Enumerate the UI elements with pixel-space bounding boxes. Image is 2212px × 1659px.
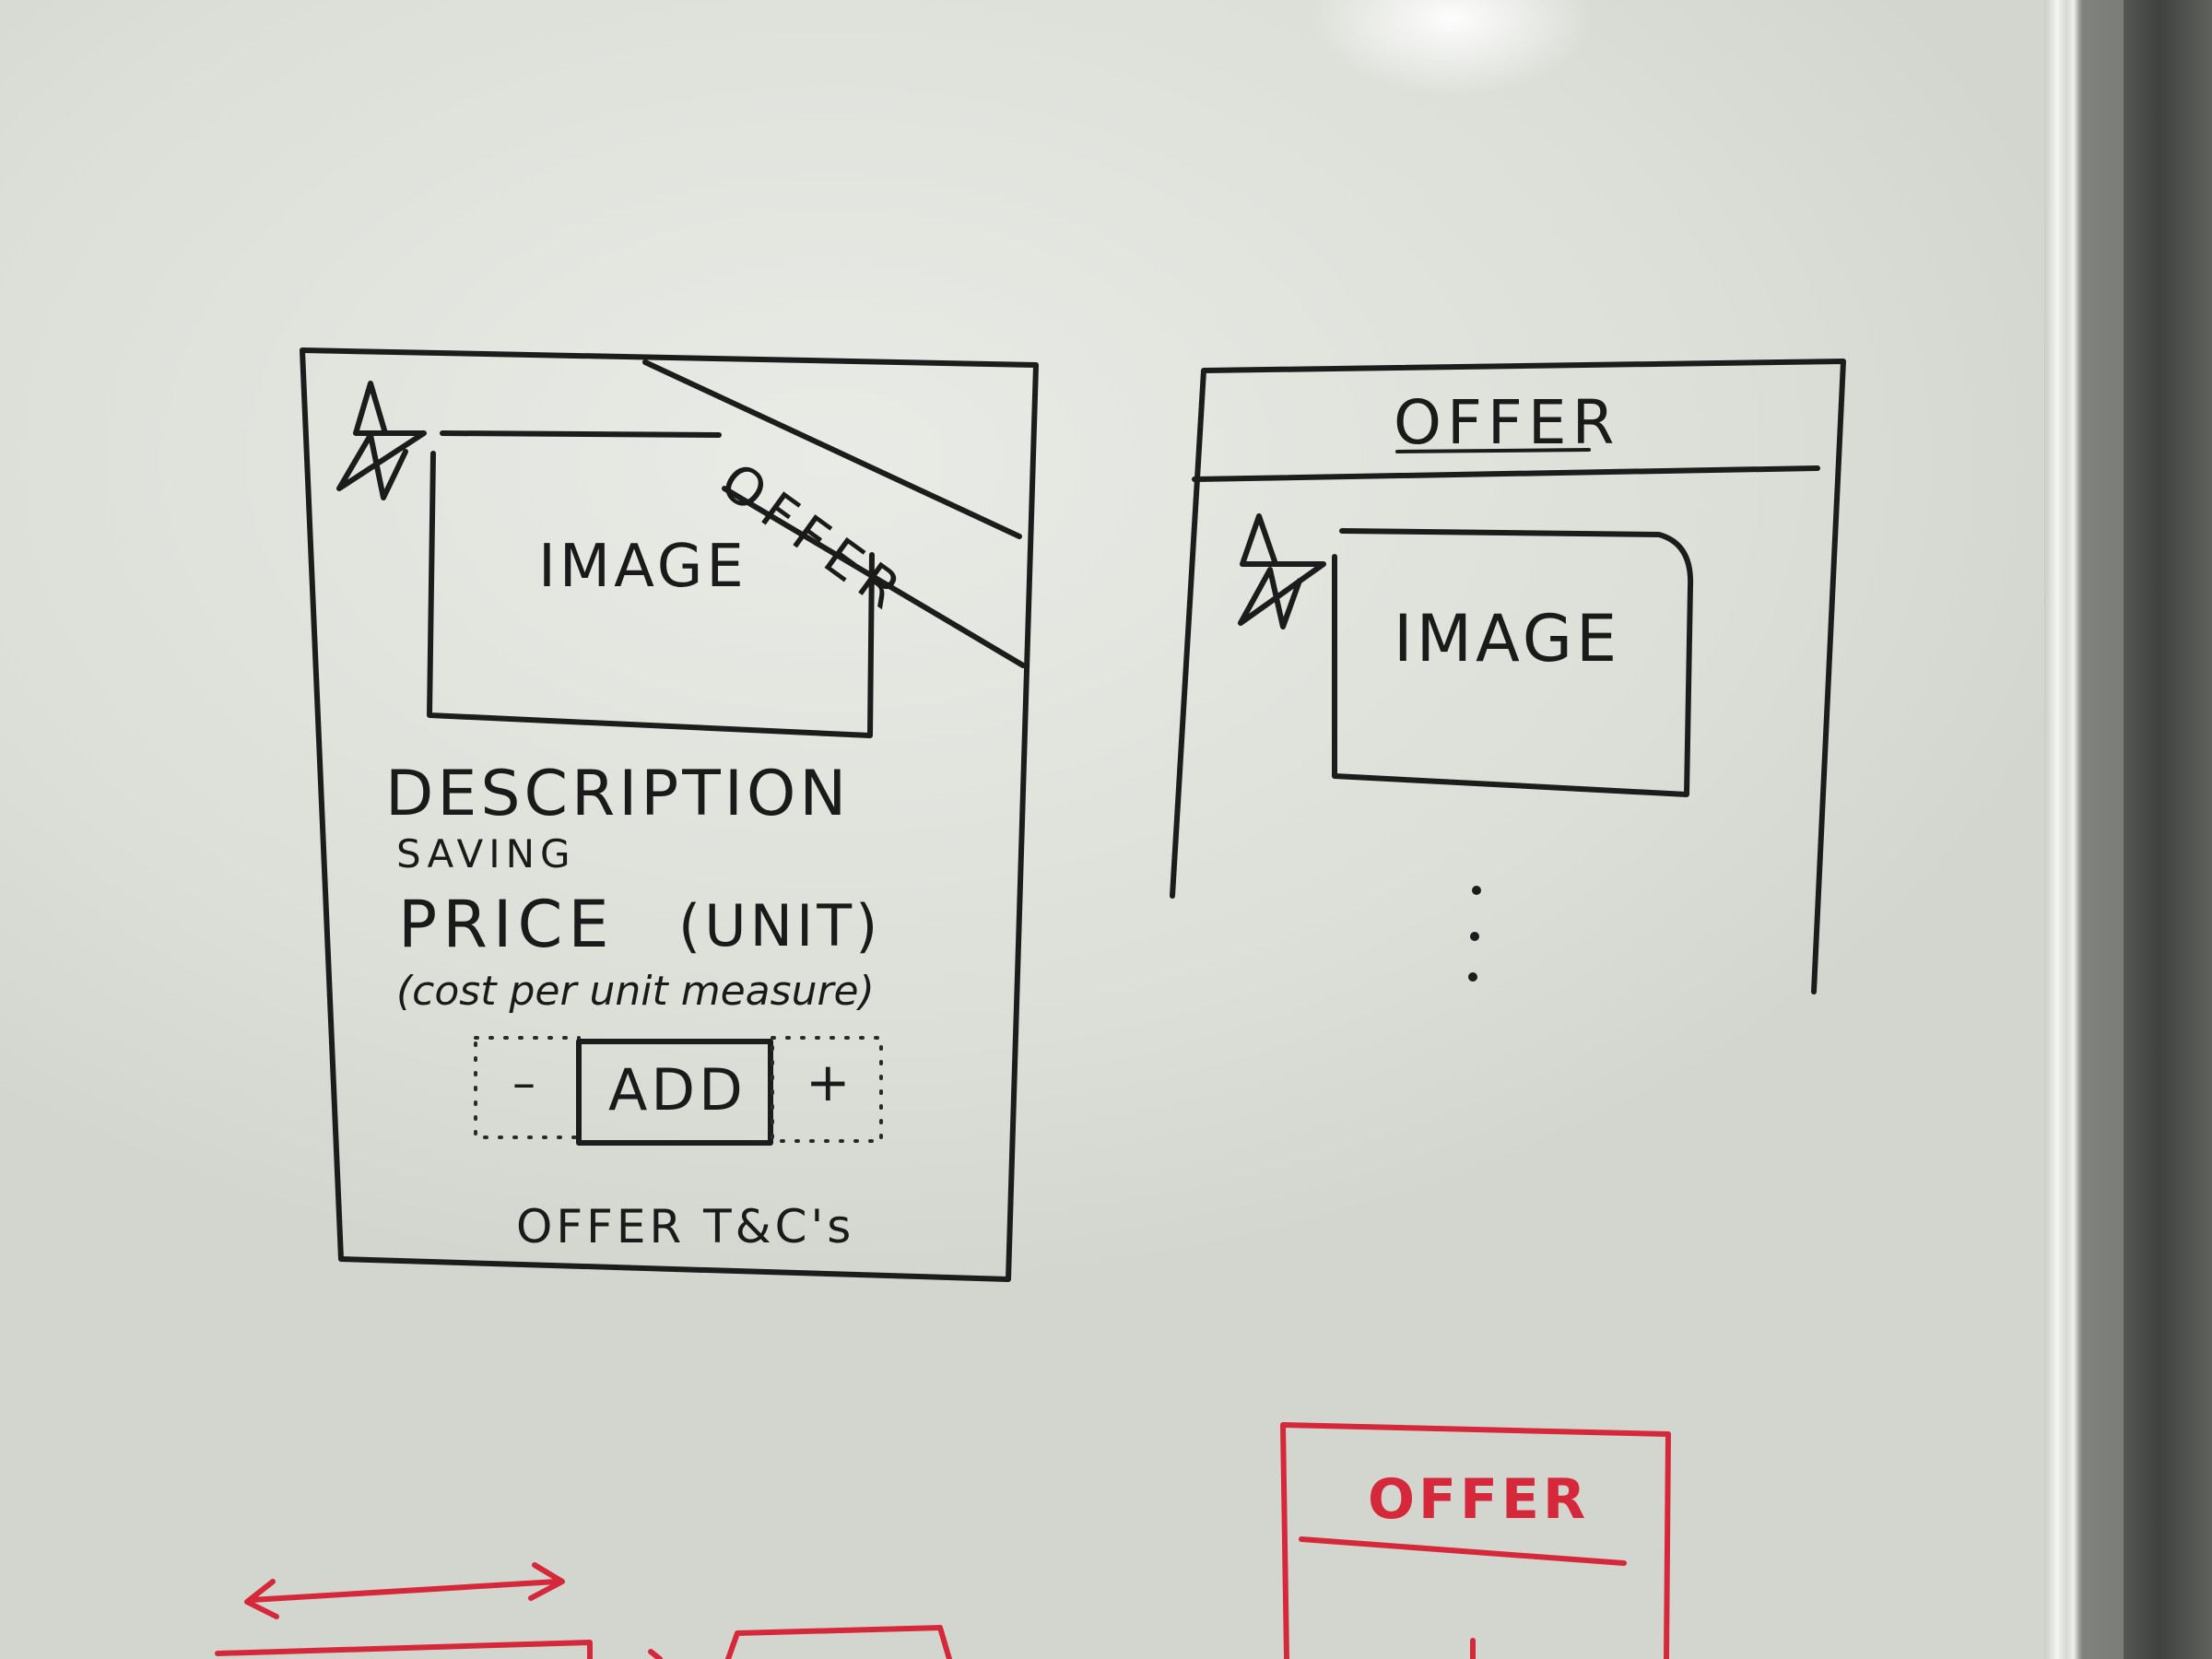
red-sketch-bottom-left	[215, 1640, 593, 1659]
minus-button-outline	[474, 1036, 581, 1139]
red-card-border	[1280, 1422, 1671, 1659]
right-card-border	[1170, 359, 1846, 994]
saving-label: SAVING	[396, 831, 576, 877]
plus-button-outline	[771, 1036, 883, 1143]
offer-terms-link[interactable]: OFFER T&C's	[516, 1200, 855, 1253]
right-card-header: OFFER	[1394, 387, 1620, 458]
right-header-divider	[1192, 465, 1820, 482]
ellipsis-dot	[1468, 972, 1477, 982]
left-image-label: IMAGE	[538, 533, 747, 601]
red-sketch-dash	[648, 1649, 663, 1659]
offer-ribbon-line-top	[642, 359, 1022, 539]
left-card-border	[300, 347, 1039, 1282]
frame-edge	[2124, 0, 2212, 1659]
right-header-underline	[1395, 448, 1591, 453]
right-image-label: IMAGE	[1394, 601, 1621, 677]
ellipsis-dot	[1472, 886, 1481, 895]
red-header-divider	[1299, 1536, 1627, 1566]
red-sketch-bottom-middle	[725, 1625, 952, 1659]
unit-label: (UNIT)	[678, 892, 882, 959]
price-label: PRICE	[398, 887, 615, 962]
cost-per-unit-note: (cost per unit measure)	[396, 968, 875, 1015]
left-star-icon	[336, 381, 427, 500]
product-description: DESCRIPTION	[385, 758, 851, 830]
red-card-header: OFFER	[1368, 1467, 1590, 1532]
ellipsis-dot	[1470, 932, 1479, 941]
left-image-placeholder	[427, 430, 875, 738]
add-button[interactable]: ADD	[608, 1056, 747, 1124]
right-image-placeholder	[1332, 528, 1694, 797]
whiteboard-frame	[2044, 0, 2212, 1659]
right-star-icon	[1238, 513, 1326, 629]
red-double-arrow	[244, 1562, 565, 1619]
quantity-minus-button[interactable]: –	[512, 1056, 535, 1110]
quantity-plus-button[interactable]: +	[806, 1051, 851, 1113]
